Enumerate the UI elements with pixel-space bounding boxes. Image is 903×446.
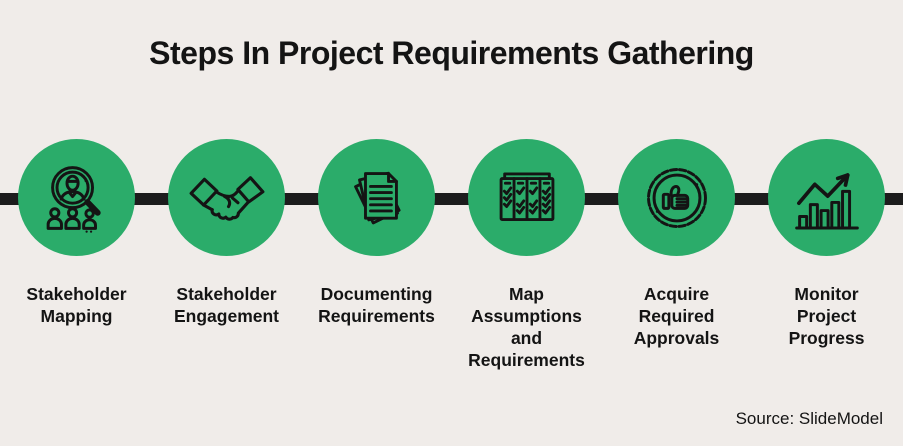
documents-stack-icon [353,171,401,224]
step-circle [18,139,135,256]
page-title: Steps In Project Requirements Gathering [149,35,754,71]
step-label: Stakeholder Engagement [173,284,280,326]
step-label: Monitor Project Progress [788,284,865,348]
scrum-board-checklist-icon [499,171,554,221]
magnifier-person-group-icon [46,165,101,233]
handshake-icon [189,175,264,221]
source-credit: Source: SlideModel [735,409,883,428]
step-circle [768,139,885,256]
step-acquire-approvals: Acquire Required Approvals [618,139,735,371]
step-circle [618,139,735,256]
step-label: Stakeholder Mapping [26,284,127,326]
step-circle [318,139,435,256]
step-documenting-requirements: Documenting Requirements [318,139,435,371]
approval-badge-thumbs-up-icon [646,167,707,228]
growth-chart-arrow-icon [794,172,859,229]
step-stakeholder-mapping: Stakeholder Mapping [18,139,135,371]
step-label: Map Assumptions and Requirements [468,284,585,370]
step-label: Acquire Required Approvals [633,284,720,348]
step-stakeholder-engagement: Stakeholder Engagement [168,139,285,371]
step-label: Documenting Requirements [318,284,435,326]
steps-row: Stakeholder Mapping Stakeholder Engage [18,139,885,371]
step-circle [468,139,585,256]
step-map-assumptions: Map Assumptions and Requirements [468,139,585,371]
step-monitor-progress: Monitor Project Progress [768,139,885,371]
step-circle [168,139,285,256]
